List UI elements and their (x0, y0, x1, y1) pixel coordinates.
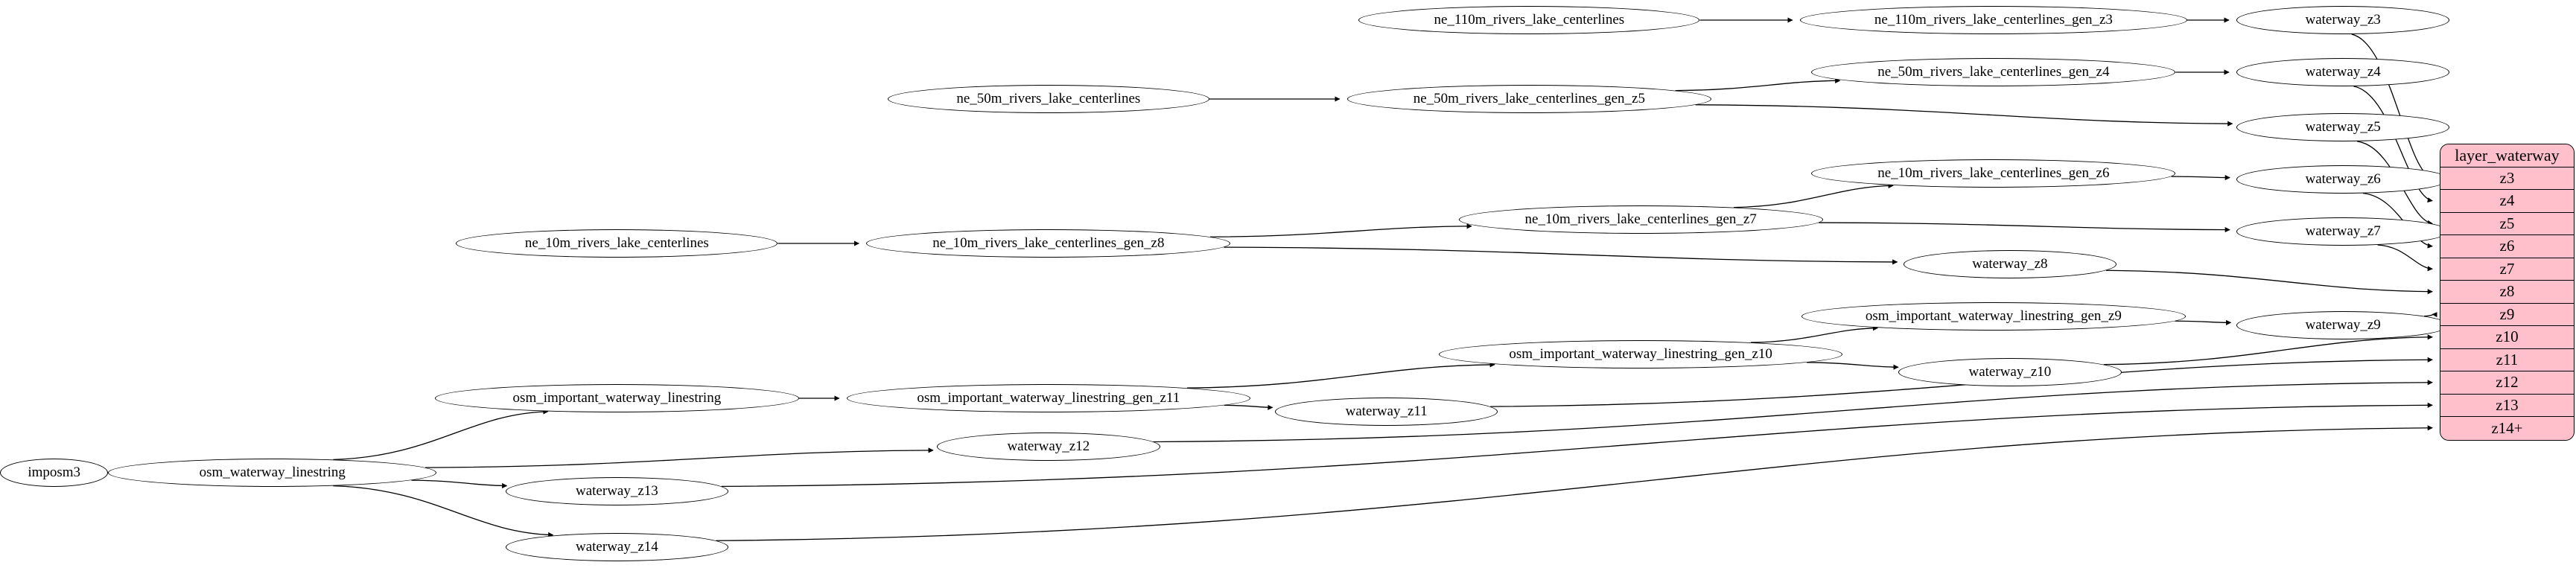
graph-edge (411, 479, 508, 489)
graph-node-label: waterway_z6 (2305, 170, 2381, 187)
graph-edge (1209, 223, 1472, 237)
record-row-z4[interactable]: z4 (2440, 190, 2574, 213)
record-row-z13[interactable]: z13 (2440, 394, 2574, 417)
graph-node-ne-50m-rivers-lake-centerlines[interactable]: ne_50m_rivers_lake_centerlines (887, 85, 1209, 113)
graph-node-label: ne_110m_rivers_lake_centerlines_gen_z3 (1874, 11, 2113, 28)
graph-edge (425, 447, 934, 468)
graph-node-label: waterway_z3 (2305, 11, 2381, 28)
graph-node-waterway-z11[interactable]: waterway_z11 (1274, 398, 1498, 426)
graph-node-label: osm_important_waterway_linestring_gen_z9 (1865, 307, 2122, 324)
graph-node-ne-10m-rivers-lake-centerlines-gen-z6[interactable]: ne_10m_rivers_lake_centerlines_gen_z6 (1811, 159, 2176, 188)
graph-node-ne-50m-rivers-lake-centerlines-gen-z4[interactable]: ne_50m_rivers_lake_centerlines_gen_z4 (1811, 58, 2176, 86)
graph-edge (2377, 244, 2433, 272)
graph-node-waterway-z12[interactable]: waterway_z12 (937, 433, 1160, 461)
graph-node-osm-important-waterway-linestring-gen-z10[interactable]: osm_important_waterway_linestring_gen_z1… (1439, 340, 1843, 368)
graph-node-imposm3[interactable]: imposm3 (0, 459, 109, 487)
graph-edge (1186, 362, 1495, 389)
graph-node-ne-10m-rivers-lake-centerlines-gen-z7[interactable]: ne_10m_rivers_lake_centerlines_gen_z7 (1458, 205, 1823, 234)
graph-node-label: waterway_z7 (2305, 223, 2381, 239)
graph-node-osm-waterway-linestring[interactable]: osm_waterway_linestring (108, 459, 437, 487)
graph-node-ne-10m-rivers-lake-centerlines[interactable]: ne_10m_rivers_lake_centerlines (456, 229, 778, 258)
graph-edge (1695, 104, 2233, 127)
graph-edge (1675, 77, 1841, 92)
graph-node-label: waterway_z9 (2305, 316, 2381, 333)
record-row-z12[interactable]: z12 (2440, 371, 2574, 395)
graph-node-waterway-z14[interactable]: waterway_z14 (505, 533, 729, 561)
graph-edge (1819, 222, 2230, 233)
graph-edge (1807, 362, 1899, 370)
record-row-z11[interactable]: z11 (2440, 348, 2574, 371)
graph-node-waterway-z7[interactable]: waterway_z7 (2236, 217, 2450, 246)
graph-node-osm-important-waterway-linestring-gen-z9[interactable]: osm_important_waterway_linestring_gen_z9 (1801, 302, 2186, 331)
graph-node-waterway-z3[interactable]: waterway_z3 (2236, 6, 2450, 34)
graph-node-label: waterway_z14 (576, 538, 658, 555)
graph-node-label: ne_110m_rivers_lake_centerlines (1434, 11, 1625, 28)
graph-node-label: imposm3 (28, 464, 81, 480)
graph-node-label: osm_important_waterway_linestring_gen_z1… (1509, 345, 1772, 362)
graph-node-waterway-z5[interactable]: waterway_z5 (2236, 113, 2450, 141)
graph-edge (2171, 174, 2230, 181)
graph-node-ne-110m-rivers-lake-centerlines[interactable]: ne_110m_rivers_lake_centerlines (1358, 6, 1700, 34)
graph-edge (2175, 319, 2232, 325)
graph-node-ne-10m-rivers-lake-centerlines-gen-z8[interactable]: ne_10m_rivers_lake_centerlines_gen_z8 (866, 229, 1231, 258)
graph-node-label: waterway_z10 (1968, 363, 2052, 380)
record-row-z7[interactable]: z7 (2440, 258, 2574, 281)
graph-node-label: waterway_z4 (2305, 63, 2381, 80)
record-header: layer_waterway (2440, 144, 2574, 167)
graph-node-label: waterway_z5 (2305, 118, 2381, 135)
graph-node-label: waterway_z12 (1007, 438, 1090, 454)
graph-node-ne-50m-rivers-lake-centerlines-gen-z5[interactable]: ne_50m_rivers_lake_centerlines_gen_z5 (1346, 85, 1711, 113)
record-row-z5[interactable]: z5 (2440, 212, 2574, 235)
graph-node-label: waterway_z11 (1345, 403, 1428, 419)
graph-edge (1751, 325, 1878, 343)
graph-edge (1224, 246, 1898, 265)
graph-node-label: ne_50m_rivers_lake_centerlines (956, 90, 1141, 106)
graph-node-waterway-z10[interactable]: waterway_z10 (1898, 358, 2122, 386)
graph-node-waterway-z6[interactable]: waterway_z6 (2236, 165, 2450, 194)
record-row-z9[interactable]: z9 (2440, 303, 2574, 326)
graph-edge (1224, 404, 1273, 410)
graph-node-osm-important-waterway-linestring[interactable]: osm_important_waterway_linestring (434, 384, 799, 412)
graph-edge (1733, 182, 1894, 208)
graph-node-label: waterway_z8 (1972, 255, 2048, 272)
graph-node-label: osm_waterway_linestring (199, 464, 346, 480)
graph-node-waterway-z8[interactable]: waterway_z8 (1903, 250, 2117, 278)
graph-node-waterway-z4[interactable]: waterway_z4 (2236, 58, 2450, 86)
graph-node-label: ne_10m_rivers_lake_centerlines_gen_z7 (1524, 211, 1757, 227)
graph-edge (333, 409, 549, 461)
graph-node-waterway-z13[interactable]: waterway_z13 (505, 477, 729, 505)
record-row-z8[interactable]: z8 (2440, 281, 2574, 304)
graph-node-label: osm_important_waterway_linestring_gen_z1… (917, 389, 1180, 406)
graph-node-label: ne_10m_rivers_lake_centerlines_gen_z6 (1877, 165, 2110, 181)
graph-node-label: ne_10m_rivers_lake_centerlines (524, 234, 709, 251)
graph-edge (2106, 269, 2433, 295)
graph-node-waterway-z9[interactable]: waterway_z9 (2236, 311, 2450, 339)
graph-edge (2351, 33, 2433, 180)
record-row-z3[interactable]: z3 (2440, 167, 2574, 190)
graph-node-label: ne_50m_rivers_lake_centerlines_gen_z4 (1877, 63, 2110, 80)
graph-node-osm-important-waterway-linestring-gen-z11[interactable]: osm_important_waterway_linestring_gen_z1… (846, 384, 1250, 412)
record-row-z14plus[interactable]: z14+ (2440, 417, 2574, 440)
graph-edge (2103, 334, 2433, 366)
graph-node-ne-110m-rivers-lake-centerlines-gen-z3[interactable]: ne_110m_rivers_lake_centerlines_gen_z3 (1799, 6, 2187, 34)
graph-node-label: ne_50m_rivers_lake_centerlines_gen_z5 (1413, 90, 1645, 106)
graph-node-label: osm_important_waterway_linestring (512, 389, 722, 406)
record-row-z6[interactable]: z6 (2440, 235, 2574, 258)
graph-node-label: ne_10m_rivers_lake_centerlines_gen_z8 (932, 234, 1165, 251)
graph-node-label: waterway_z13 (576, 482, 658, 499)
record-row-z10[interactable]: z10 (2440, 326, 2574, 349)
